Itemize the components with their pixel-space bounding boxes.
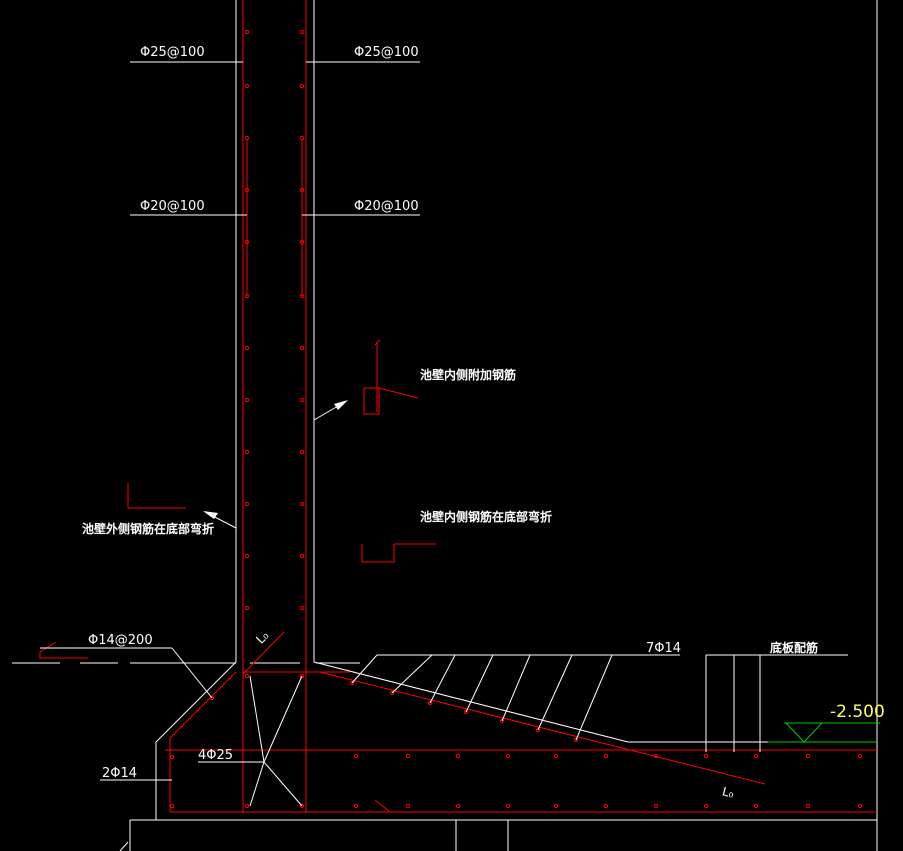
label-wall-inner-vertical: Φ25@100 <box>354 45 419 60</box>
label-outer-bend: 池壁外侧钢筋在底部弯折 <box>82 521 214 536</box>
label-corner-bars: 4Φ25 <box>198 748 233 763</box>
label-elevation: -2.500 <box>830 702 885 722</box>
rebar-dots <box>169 29 863 809</box>
label-wall-inner-horizontal: Φ20@100 <box>354 199 419 214</box>
rebar-lines <box>39 0 877 813</box>
concrete-outline <box>12 0 878 851</box>
label-slope-bars: 7Φ14 <box>646 641 681 656</box>
label-lap-upper: L₀ <box>253 628 271 646</box>
label-lap-lower: L₀ <box>721 784 736 800</box>
label-edge-bars: 2Φ14 <box>102 766 137 781</box>
label-inner-bend: 池壁内侧钢筋在底部弯折 <box>420 509 552 524</box>
label-inner-additional: 池壁内侧附加钢筋 <box>420 367 516 382</box>
label-haunch-bar: Φ14@200 <box>88 633 153 648</box>
label-wall-outer-vertical: Φ25@100 <box>140 45 205 60</box>
label-wall-outer-horizontal: Φ20@100 <box>140 199 205 214</box>
leader-lines <box>40 61 848 807</box>
label-slab-bars: 底板配筋 <box>770 640 818 655</box>
arrowheads <box>203 400 348 519</box>
elevation-marker <box>768 722 880 743</box>
